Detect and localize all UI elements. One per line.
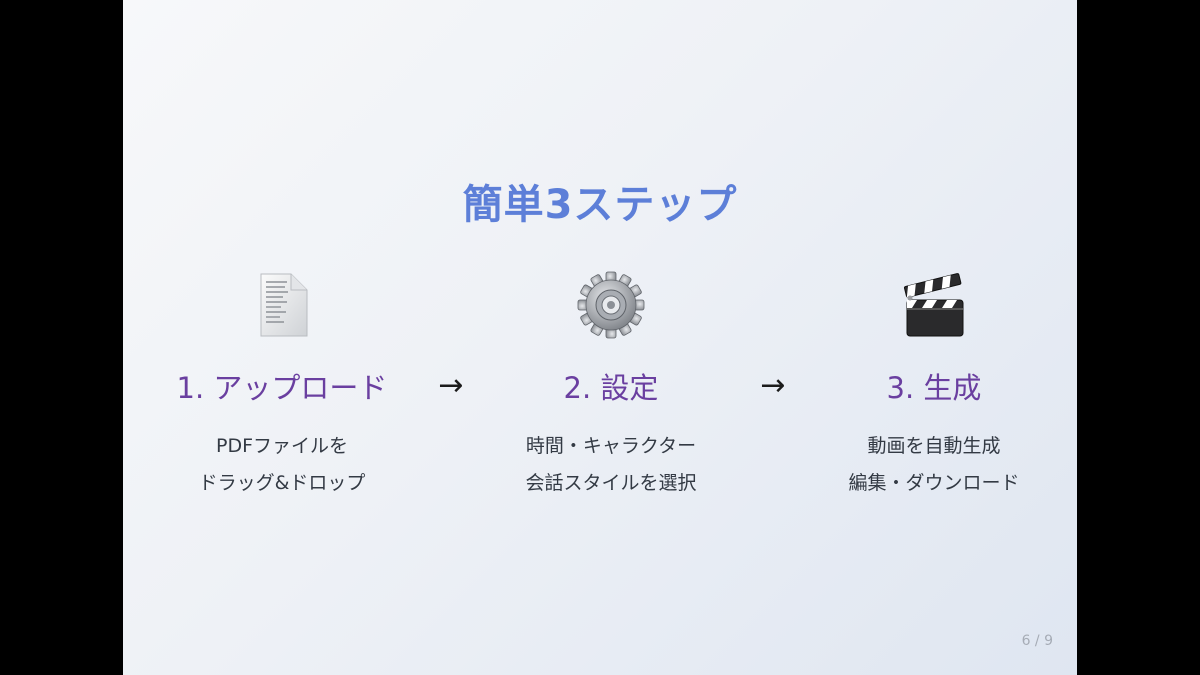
step-description-line: 時間・キャラクター (525, 435, 697, 457)
step-description-line: 動画を自動生成 (867, 435, 1001, 457)
arrow-icon: → (760, 368, 786, 403)
step-upload: 1. アップロード PDFファイルを ドラッグ&ドロップ (132, 270, 432, 502)
step-settings: 2. 設定 時間・キャラクター 会話スタイルを選択 (461, 270, 761, 502)
gear-icon (576, 270, 646, 340)
slide-title: 簡単3ステップ (462, 182, 738, 228)
page-indicator: 6 / 9 (1021, 633, 1053, 649)
step-description: 動画を自動生成 編集・ダウンロード (784, 428, 1077, 502)
slide: 簡単3ステップ (123, 0, 1077, 675)
step-description-line: 編集・ダウンロード (848, 472, 1020, 494)
step-description-line: 会話スタイルを選択 (525, 472, 697, 494)
step-description-line: ドラッグ&ドロップ (198, 472, 366, 494)
step-description-line: PDFファイルを (215, 435, 349, 457)
step-description: 時間・キャラクター 会話スタイルを選択 (461, 428, 761, 502)
step-generate: 3. 生成 動画を自動生成 編集・ダウンロード (784, 270, 1077, 502)
step-title: 3. 生成 (886, 371, 982, 405)
document-icon (247, 270, 317, 340)
step-description: PDFファイルを ドラッグ&ドロップ (132, 428, 432, 502)
step-title: 1. アップロード (176, 371, 388, 405)
clapperboard-icon (899, 270, 969, 340)
arrow-icon: → (438, 368, 464, 403)
step-title: 2. 設定 (563, 371, 659, 405)
